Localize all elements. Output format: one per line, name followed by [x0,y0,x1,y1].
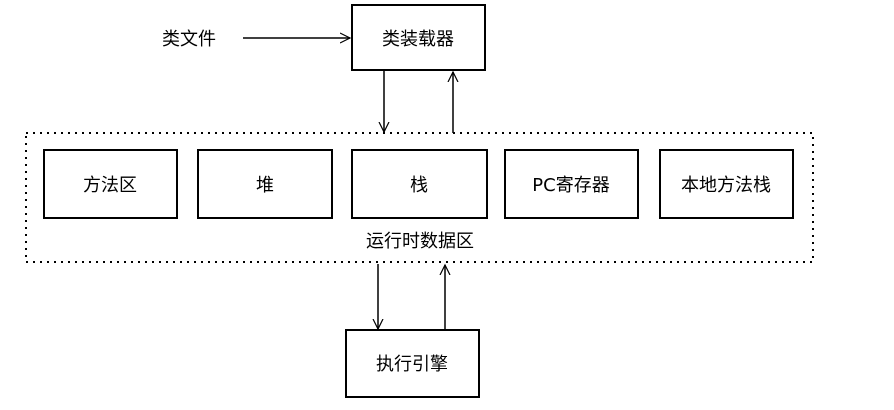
region-label: 方法区 [83,175,137,196]
region-native-method-stack: 本地方法栈 [659,149,794,219]
region-stack: 栈 [351,149,488,219]
class-loader-box [351,4,486,71]
runtime-data-area-border [25,132,814,263]
region-label: PC寄存器 [532,175,609,196]
execution-engine-label: 执行引擎 [376,354,448,375]
runtime-data-area-label: 运行时数据区 [366,231,474,252]
region-label: 堆 [256,175,274,196]
execution-engine-box [345,329,480,398]
region-method-area: 方法区 [43,149,178,219]
class-file-label: 类文件 [162,29,216,50]
region-heap: 堆 [197,149,333,219]
region-label: 本地方法栈 [681,175,771,196]
class-loader-label: 类装载器 [382,29,454,50]
region-label: 栈 [410,175,428,196]
region-pc-register: PC寄存器 [504,149,639,219]
